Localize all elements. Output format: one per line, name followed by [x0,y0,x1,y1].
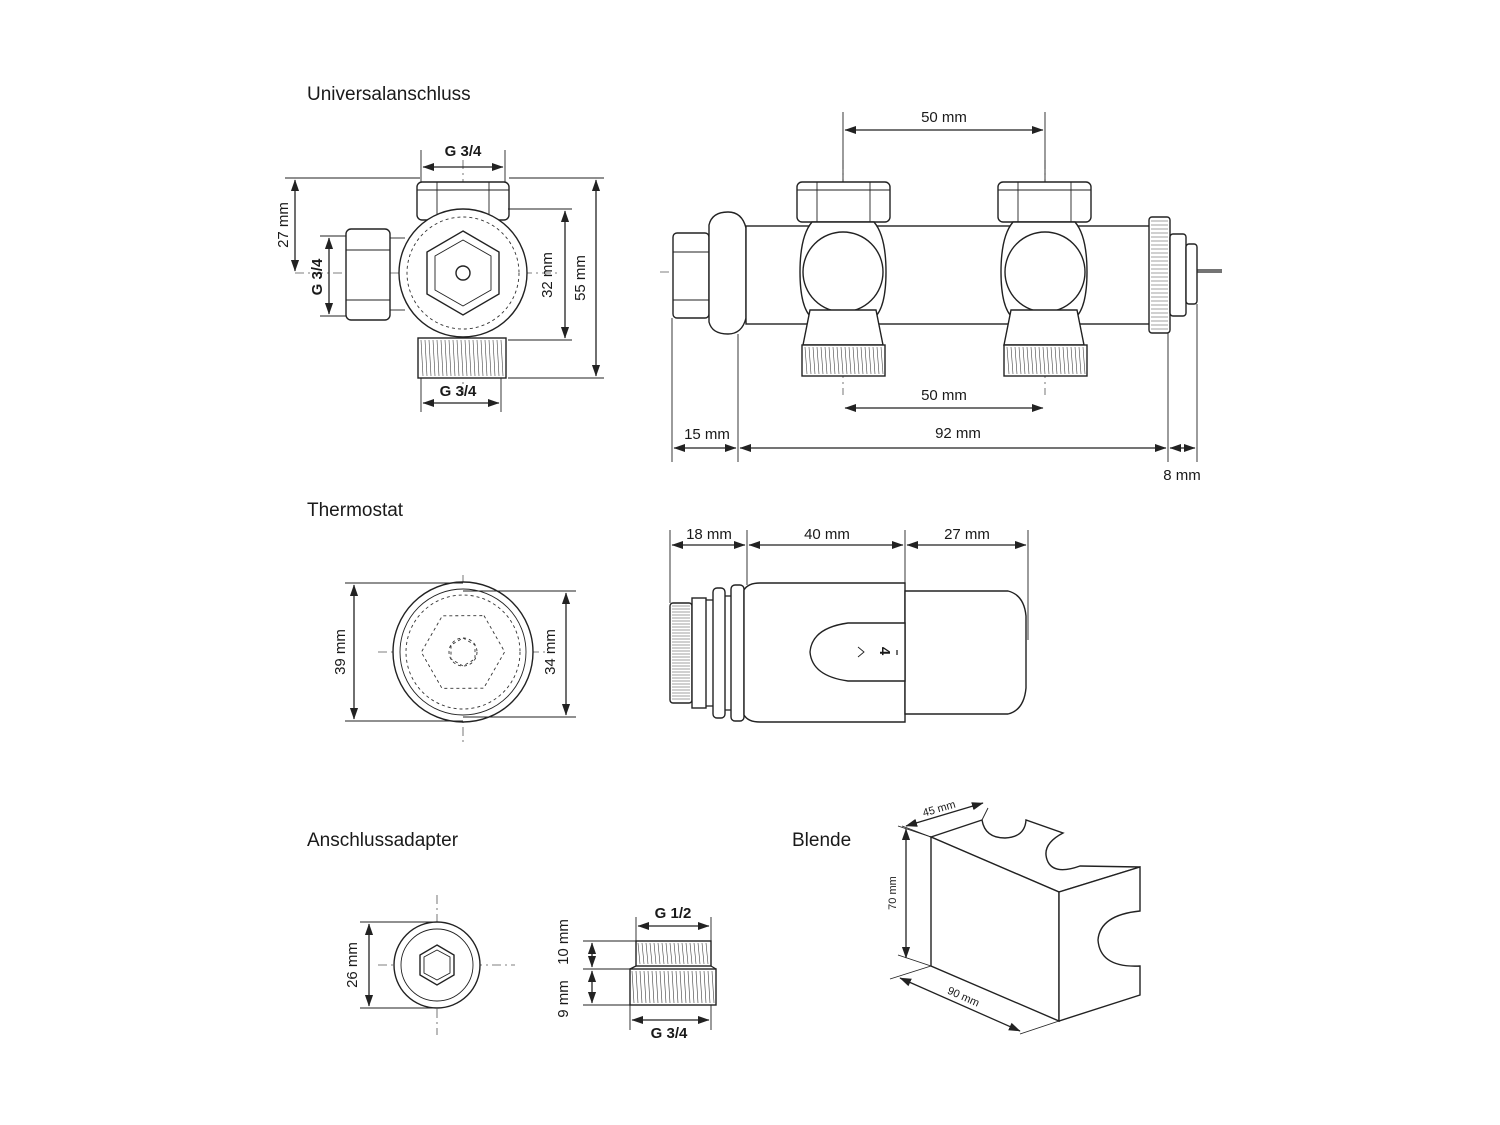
dim-adapter-10: 10 mm [555,919,572,965]
dim-adapter-bottom-thread: G 3/4 [651,1025,688,1042]
thermostat-side-view: 4 18 mm 40 mm 27 mm [669,526,1029,723]
blende-isometric-view: 45 mm 70 mm 90 mm [887,799,1141,1035]
dim-thermo-40: 40 mm [804,526,850,543]
dim-uni-55: 55 mm [572,255,589,301]
universal-side-view: G 3/4 G 3/4 G 3/4 27 mm 32 mm 55 mm [275,143,604,412]
dim-thermo-27: 27 mm [944,526,990,543]
dim-body-8: 8 mm [1163,467,1201,484]
dim-body-92: 92 mm [935,425,981,442]
dim-uni-side-thread: G 3/4 [309,258,326,295]
thermostat-end-view: 39 mm 34 mm [332,575,576,745]
dim-thermo-18: 18 mm [686,526,732,543]
title-universalanschluss: Universalanschluss [307,84,471,105]
title-thermostat: Thermostat [307,500,404,521]
dim-body-50-bottom: 50 mm [921,387,967,404]
adapter-side-view: G 1/2 G 3/4 10 mm 9 mm [555,905,717,1042]
dim-adapter-top-thread: G 1/2 [655,905,692,922]
title-blende: Blende [792,830,851,851]
thermo-scale-mark: 4 [876,647,893,656]
dim-uni-top-thread: G 3/4 [445,143,482,160]
dim-thermo-34: 34 mm [542,629,559,675]
dim-thermo-39: 39 mm [332,629,349,675]
dim-adapter-26: 26 mm [344,942,361,988]
dim-uni-bottom-thread: G 3/4 [440,383,477,400]
valve-body-front-view: 50 mm 50 mm 15 mm 92 mm 8 mm [660,109,1222,484]
dim-body-15: 15 mm [684,426,730,443]
dim-uni-27: 27 mm [275,202,292,248]
title-anschlussadapter: Anschlussadapter [307,830,459,851]
dim-uni-32: 32 mm [539,252,556,298]
dim-body-50-top: 50 mm [921,109,967,126]
adapter-end-view: 26 mm [344,895,515,1035]
dim-blende-70: 70 mm [887,876,899,910]
dim-adapter-9: 9 mm [555,980,572,1018]
